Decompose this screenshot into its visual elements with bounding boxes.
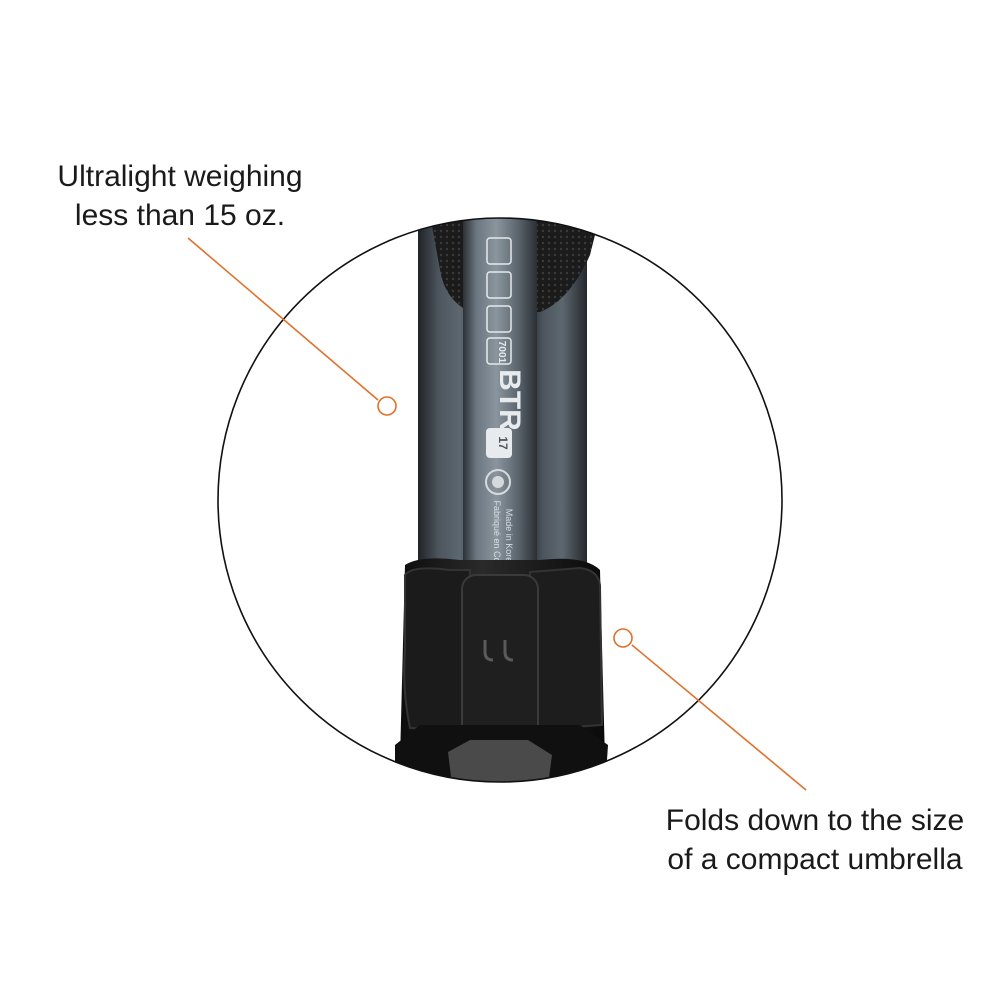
logo-mark-icon [483, 640, 514, 662]
detail-circle [217, 217, 783, 783]
callout-weight-line-1: Ultralight weighing [57, 160, 303, 193]
model-badge: 17 [496, 436, 510, 450]
leader-line-2 [631, 644, 807, 791]
callout-folded-size-line-1: Folds down to the size [665, 804, 965, 837]
tripod-group: 7001 BTR 17 Made in Korea Fabriqué en Co… [395, 218, 608, 782]
rubber-clamp-right [528, 566, 604, 732]
callout-weight-line-2: less than 15 oz. [74, 199, 286, 232]
callout-folded-size: Folds down to the size of a compact umbr… [640, 801, 990, 879]
origin-line-1: Made in Korea [504, 509, 514, 568]
leader-dot-icon [377, 396, 397, 416]
leader-line-1 [187, 237, 379, 401]
model-text: BTR [493, 369, 526, 431]
tripod-foot-front [448, 740, 552, 782]
origin-line-2: Fabriqué en Corée [492, 500, 502, 575]
certification-seal-icon [485, 469, 511, 495]
spec-icons [486, 237, 512, 365]
rubber-clamp-left [403, 567, 471, 732]
seal-center [492, 476, 504, 488]
leader-dot-icon [613, 628, 633, 648]
tripod-leg-front [463, 218, 537, 598]
callout-folded-size-line-2: of a compact umbrella [667, 843, 963, 876]
callout-weight: Ultralight weighing less than 15 oz. [30, 157, 330, 235]
spec-badge: 7001 [496, 341, 507, 364]
model-badge-box [486, 428, 512, 458]
rubber-clamp-front [461, 574, 539, 751]
